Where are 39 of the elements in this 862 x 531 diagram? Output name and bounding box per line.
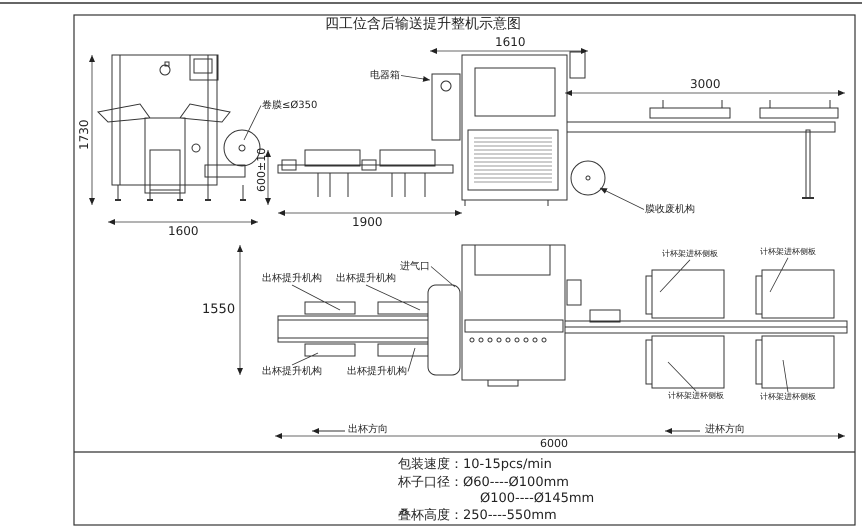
- leader-line: [244, 105, 262, 140]
- callout-label: 卷膜≤Ø350: [262, 100, 318, 111]
- callout-label: 计杯架进杯侧板: [668, 392, 724, 401]
- callout-label: 电器箱: [370, 70, 400, 81]
- callout-label: 膜收废机构: [645, 204, 695, 215]
- direction-label: 出杯方向: [348, 424, 388, 435]
- callout-label: 出杯提升机构: [262, 273, 322, 284]
- dimension-label: 600±10: [256, 148, 268, 192]
- spec-text: Ø100----Ø145mm: [480, 492, 594, 506]
- dimension-label: 6000: [540, 438, 568, 450]
- direction-label: 进杯方向: [705, 424, 745, 435]
- leader-line: [292, 284, 340, 310]
- leader-line: [292, 352, 318, 366]
- callout-label: 计杯架进杯侧板: [760, 393, 816, 402]
- leader-line: [660, 259, 690, 292]
- dimension-label: 1900: [352, 216, 383, 230]
- leader-line: [782, 360, 788, 392]
- leader-line: [408, 348, 416, 372]
- callout-label: 出杯提升机构: [347, 366, 407, 377]
- callout-label: 计杯架进杯侧板: [760, 248, 816, 257]
- spec-text: 包装速度：10-15pcs/min: [398, 458, 552, 472]
- leader-line: [366, 284, 420, 310]
- leader-line: [668, 362, 696, 392]
- leader-line: [430, 266, 456, 288]
- callout-label: 出杯提升机构: [336, 273, 396, 284]
- callout-label: 计杯架进杯侧板: [662, 250, 718, 259]
- dimension-label: 1600: [168, 225, 199, 238]
- callout-label: 进气口: [400, 261, 430, 272]
- leader-arrow: [600, 188, 644, 210]
- dimension-label: 3000: [690, 78, 721, 92]
- callout-label: 出杯提升机构: [262, 366, 322, 377]
- leader-line: [770, 257, 788, 292]
- dimension-label: 1730: [78, 119, 92, 150]
- drawing-title: 四工位含后输送提升整机示意图: [325, 17, 521, 32]
- dimension-label: 1550: [202, 303, 236, 318]
- spec-text: 叠杯高度：250----550mm: [398, 509, 557, 524]
- leader-arrow: [400, 75, 430, 82]
- spec-text: 杯子口径：Ø60----Ø100mm: [398, 476, 569, 490]
- dimension-label: 1610: [495, 36, 526, 50]
